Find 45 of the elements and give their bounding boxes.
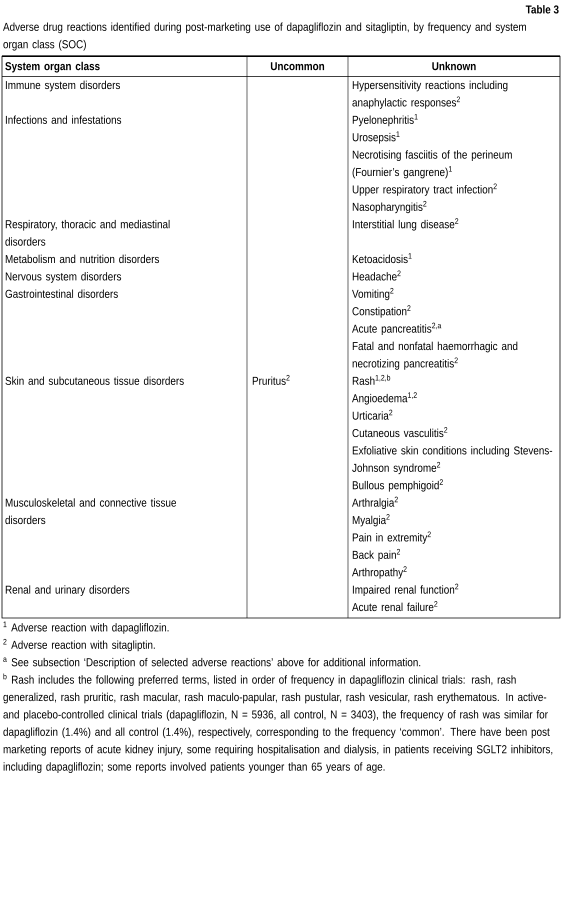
table-cell: Musculoskeletal and connective tissue disorders [5, 498, 176, 524]
table-cell: Respiratory, thoracic and mediastinal disorders [5, 220, 170, 246]
table-cell: Ketoacidosis$^{1}$ [352, 253, 412, 264]
table-cell: Cutaneous vasculitis$^{2}$ [352, 427, 448, 438]
table-cell: Necrotising fasciitis of the perineum (Fournier’s gangrene)$^{1}$ [352, 150, 512, 178]
table-cell: Metabolism and nutrition disorders [6, 254, 160, 264]
table-cell: Urosepsis$^{1}$ [352, 131, 400, 144]
table-cell: Hypersensitivity reactions including anaphylactic responses$^{2}$ [352, 80, 508, 109]
table-header-cell: Unknown [432, 62, 476, 70]
table-cell: Upper respiratory tract infection$^{2}$ [352, 183, 497, 196]
table-cell: Myalgia$^{2}$ [352, 514, 390, 526]
table-cell: Back pain$^{2}$ [352, 548, 400, 562]
table-cell: Constipation$^{2}$ [352, 305, 410, 318]
table-cell: Arthropathy$^{2}$ [352, 566, 407, 579]
table-cell: Rash$^{1,2,b}$ [352, 374, 390, 385]
table-cell: Acute renal failure$^{2}$ [352, 601, 438, 612]
table-cell: Vomiting$^{2}$ [352, 288, 394, 300]
table-header-cell: System organ class [5, 62, 100, 73]
table-cell: Angioedema$^{1,2}$ [352, 392, 417, 405]
table-number: Table 3 [526, 5, 559, 14]
table-cell: Exfoliative skin conditions including Stevens-Johnson syndrome$^{2}$ [352, 446, 552, 474]
footnote: $^{b}$ Rash includes the following preferred terms, listed in order of frequency in dapagliflozin clinical trials: rash, rash generalized, rash pruritic, rash macular, rash maculo-papular, rash pustular, rash vesicular, rash erythematous. In active- and placebo-controlled clinical trials (dapagliflozin, N = 5936, all control, N = 3403), the frequency of rash was similar for dapagliflozin (1.4%) and all control (1.4%), respectively, corresponding to the frequency ‘common’. There have been post marketing reports of acute kidney injury, some requiring hospitalisation and dialysis, in patients receiving SGLT2 inhibitors, including dapagliflozin; some reports involved patients younger than 65 years of age. [3, 673, 552, 773]
caption: Adverse drug reactions identified during post-marketing use of dapagliflozin and sitagliptin, by frequency and system organ class (SOC) [3, 22, 526, 51]
table-cell: Immune system disorders [6, 80, 120, 92]
table-cell: Arthralgia$^{2}$ [352, 496, 398, 509]
footnote: $^{a}$ See subsection ‘Description of selected adverse reactions’ above for additional information. [3, 658, 420, 669]
table-cell: Pain in extremity$^{2}$ [352, 531, 431, 544]
table-cell: Nervous system disorders [6, 272, 122, 283]
table-cell: Interstitial lung disease$^{2}$ [352, 218, 458, 231]
table-cell: Skin and subcutaneous tissue disorders [5, 376, 184, 385]
table-cell: Headache$^{2}$ [352, 270, 401, 281]
table-header-cell: Uncommon [270, 62, 324, 70]
table-cell: Bullous pemphigoid$^{2}$ [352, 479, 443, 492]
table-cell: Infections and infestations [6, 115, 122, 124]
table-cell: Renal and urinary disorders [6, 585, 130, 596]
table-cell: Pruritus$^{2}$ [252, 374, 290, 385]
table-cell: Urticaria$^{2}$ [352, 410, 392, 420]
table-cell: Acute pancreatitis$^{2,a}$ [352, 322, 442, 335]
table-cell: Pyelonephritis$^{1}$ [352, 114, 418, 126]
footnote: $^{1}$ Adverse reaction with dapagliflozin. [4, 622, 169, 634]
table-cell: Gastrointestinal disorders [6, 289, 118, 298]
table-cell: Fatal and nonfatal haemorrhagic and necrotizing pancreatitis$^{2}$ [352, 342, 518, 370]
footnote: $^{2}$ Adverse reaction with sitagliptin. [3, 638, 155, 652]
table-cell: Impaired renal function$^{2}$ [352, 584, 458, 596]
table-cell: Nasopharyngitis$^{2}$ [352, 200, 426, 214]
